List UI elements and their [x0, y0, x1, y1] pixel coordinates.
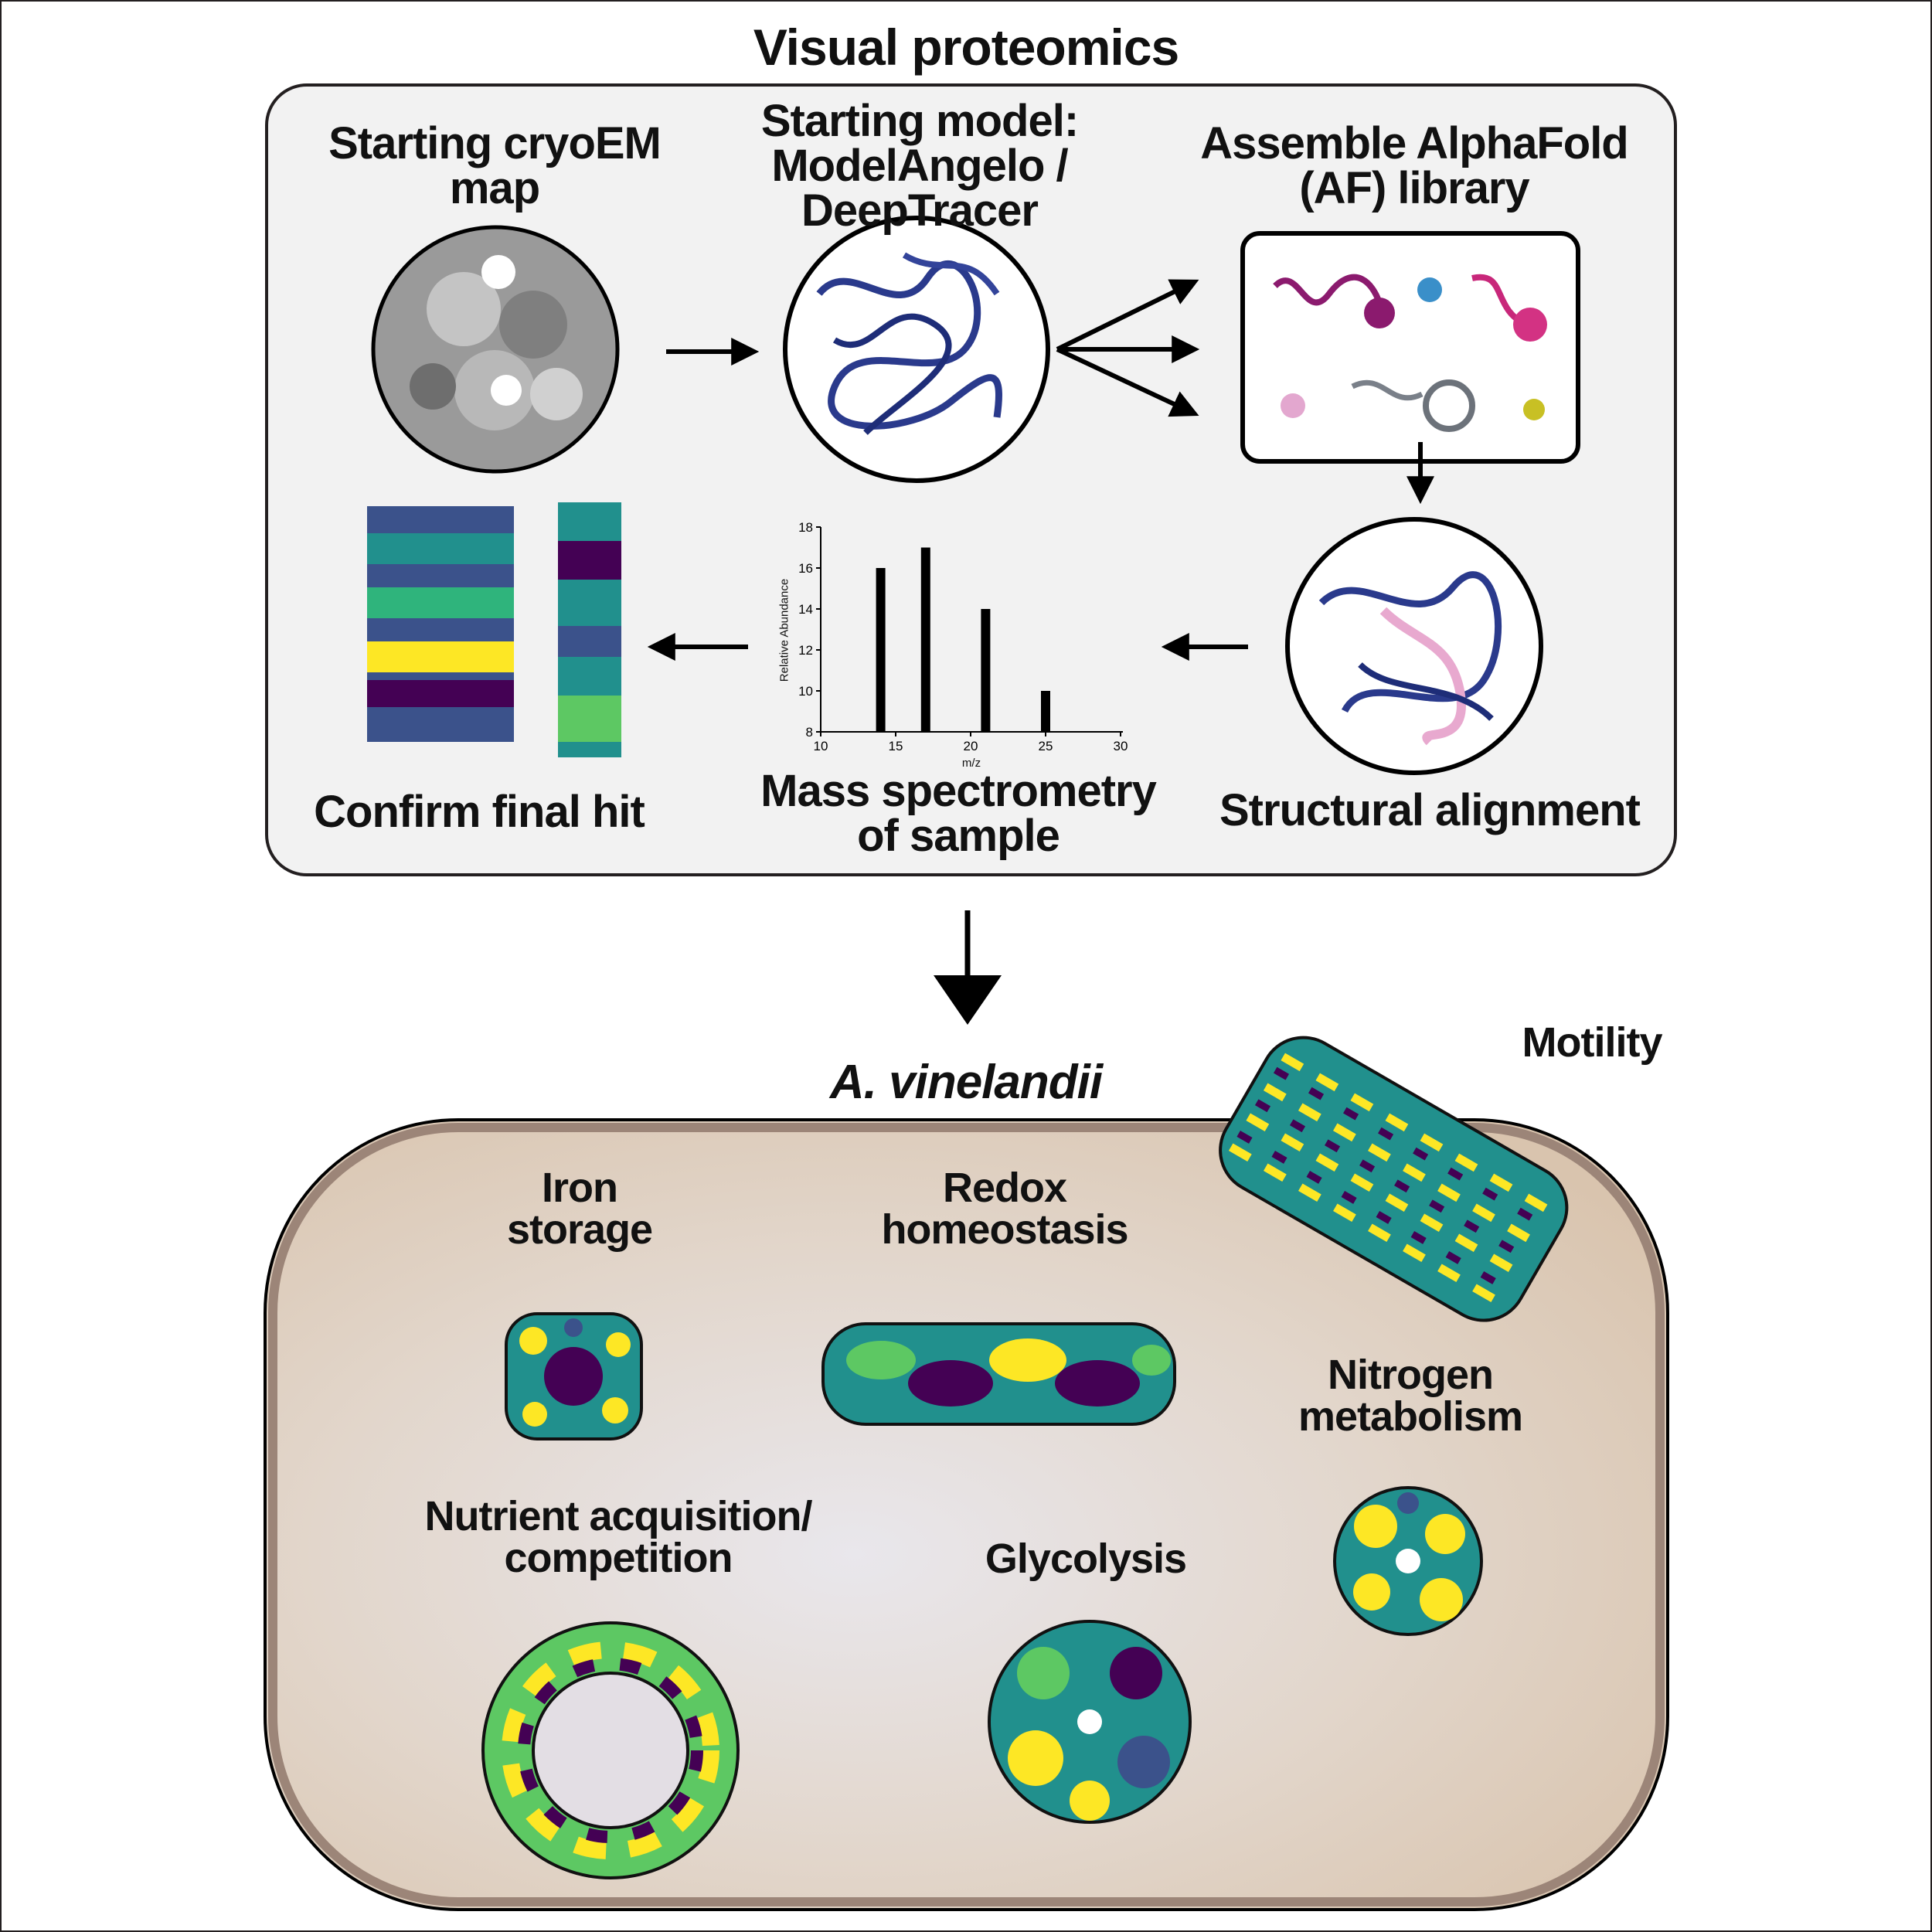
- ms-ytick-label-4: 16: [798, 561, 813, 576]
- final-hit-image: [367, 502, 621, 757]
- ms-xtick-label-3: 25: [1039, 739, 1053, 753]
- ms-xtick-label-2: 20: [964, 739, 978, 753]
- ms-ytick-label-2: 12: [798, 643, 813, 658]
- af-library-box: [1240, 231, 1580, 464]
- nitrogen-structure: [1333, 1486, 1483, 1636]
- glycolysis-label: Glycolysis: [985, 1536, 1187, 1582]
- ms-ytick-label-5: 18: [798, 520, 813, 535]
- ms-ytick-label-3: 14: [798, 602, 813, 617]
- nutrient-label-line1: Nutrient acquisition/: [424, 1493, 812, 1539]
- cell-membrane: [268, 1123, 1665, 1906]
- ms-bar-3: [1041, 691, 1050, 732]
- step5-label: Mass spectrometry of sample: [750, 769, 1167, 859]
- structural-alignment-image: [1285, 517, 1543, 775]
- nitrogen-label-line2: metabolism: [1298, 1393, 1523, 1440]
- ms-xlabel: m/z: [961, 757, 981, 770]
- ms-xtick-label-4: 30: [1114, 739, 1128, 753]
- ms-bar-1: [920, 547, 930, 732]
- ms-ytick-label-1: 10: [798, 684, 813, 699]
- step1-label-line1: Starting cryoEM: [328, 118, 662, 168]
- starting-model-image: [783, 216, 1050, 483]
- nutrient-label: Nutrient acquisition/ competition: [386, 1495, 850, 1579]
- step3-label-line2: (AF) library: [1299, 163, 1529, 213]
- ms-bar-2: [981, 609, 991, 732]
- big-down-arrow: [934, 910, 1002, 1025]
- redox-label-line1: Redox: [942, 1165, 1067, 1211]
- ms-ytick-label-0: 8: [806, 725, 813, 740]
- step5-label-line2: of sample: [857, 811, 1060, 861]
- step1-label-line2: map: [449, 163, 540, 213]
- redox-structure: [821, 1322, 1176, 1426]
- ms-xtick-label-1: 15: [889, 739, 903, 753]
- organism-name: A. vinelandii: [829, 1056, 1103, 1109]
- step4-label: Structural alignment: [1219, 785, 1641, 835]
- step3-label: Assemble AlphaFold (AF) library: [1182, 121, 1646, 211]
- nutrient-label-line2: competition: [504, 1535, 733, 1581]
- glycolysis-structure: [988, 1620, 1192, 1824]
- step2-label-line1: Starting model:: [760, 96, 1079, 146]
- step5-label-line1: Mass spectrometry: [760, 766, 1157, 816]
- motility-structure: [1219, 1036, 1569, 1322]
- iron-label-line1: Iron: [542, 1165, 618, 1211]
- figure-title: Visual proteomics: [753, 19, 1179, 76]
- workflow-arrows: [647, 279, 1434, 661]
- step2-label-line2: ModelAngelo /: [771, 141, 1068, 191]
- iron-storage-structure: [505, 1312, 643, 1440]
- nutrient-ring-structure: [481, 1621, 740, 1879]
- motility-label: Motility: [1522, 1019, 1663, 1066]
- step2-label: Starting model: ModelAngelo / DeepTracer: [734, 99, 1105, 233]
- cryoem-map-image: [371, 225, 620, 474]
- step6-label: Confirm final hit: [314, 787, 645, 837]
- ms-xtick-label-0: 10: [814, 739, 828, 753]
- redox-label-line2: homeostasis: [881, 1206, 1128, 1253]
- redox-label: Redox homeostasis: [850, 1167, 1159, 1250]
- ms-ylabel: Relative Abundance: [777, 578, 791, 682]
- step1-label: Starting cryoEM map: [305, 121, 684, 211]
- step3-label-line1: Assemble AlphaFold: [1200, 118, 1629, 168]
- nitrogen-label-line1: Nitrogen: [1328, 1352, 1494, 1398]
- ms-bar-0: [876, 568, 886, 732]
- nitrogen-label: Nitrogen metabolism: [1267, 1354, 1553, 1437]
- iron-label: Iron storage: [464, 1167, 696, 1250]
- iron-label-line2: storage: [506, 1206, 653, 1253]
- step2-label-line3: DeepTracer: [801, 185, 1039, 236]
